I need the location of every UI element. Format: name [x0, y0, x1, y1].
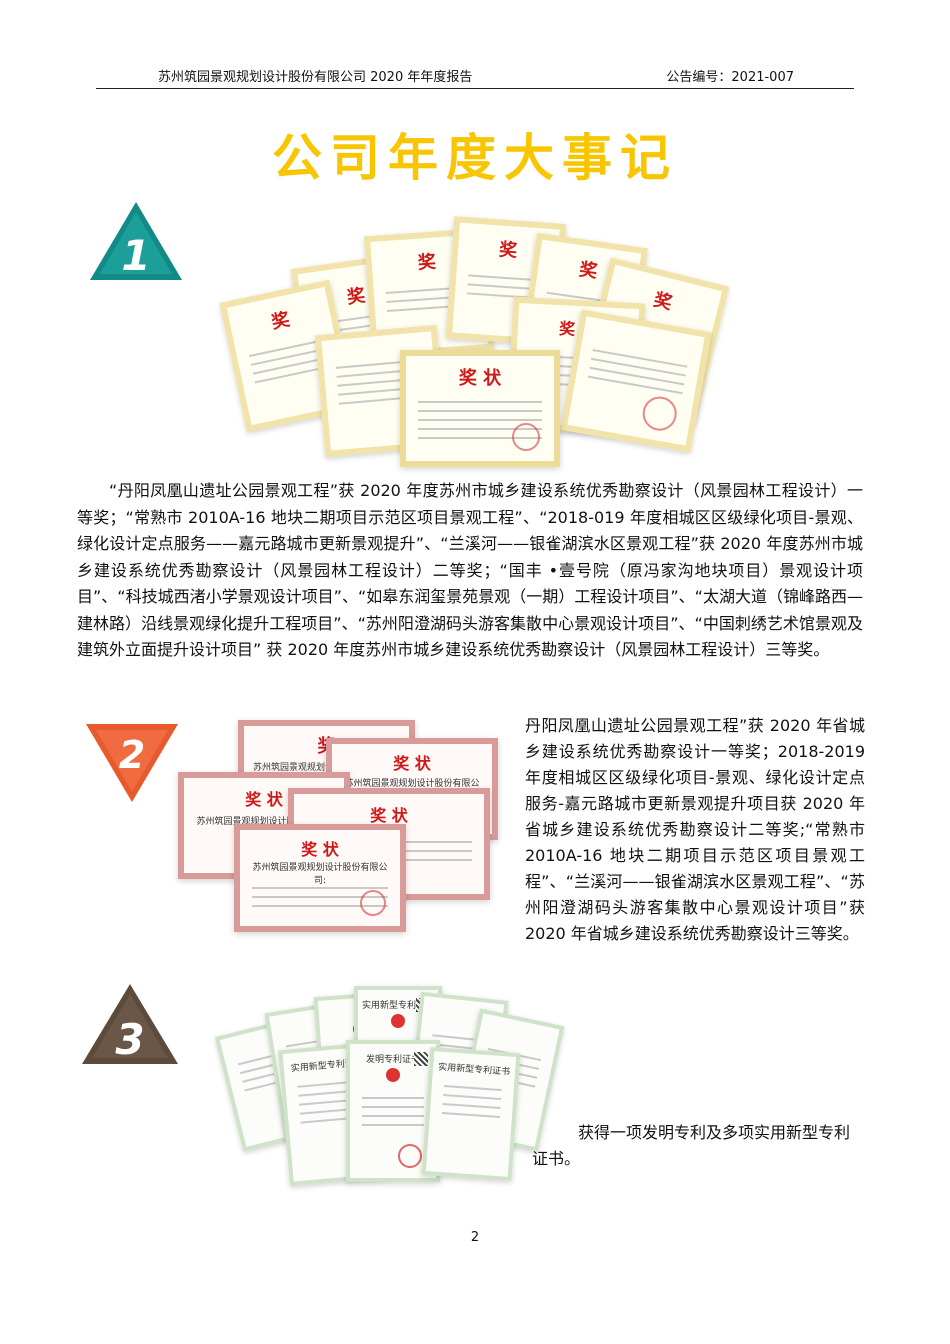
section-1-certificates: 奖 奖 奖 奖 奖 奖 奖 状 奖 状 — [219, 210, 740, 467]
badge-2-number: 2 — [119, 733, 145, 777]
patent-certificate: 实用新型专利证书 — [421, 1047, 521, 1181]
section-2-badge: 2 — [86, 722, 178, 802]
section-1-text: “丹阳凤凰山遗址公园景观工程”获 2020 年度苏州市城乡建设系统优秀勘察设计（… — [77, 481, 863, 659]
section-2-text: 丹阳凤凰山遗址公园景观工程”获 2020 年省城乡建设系统优秀勘察设计一等奖；2… — [525, 716, 865, 943]
badge-1-number: 1 — [121, 231, 150, 280]
section-1-badge: 1 — [90, 202, 182, 282]
badge-3-number: 3 — [115, 1015, 144, 1064]
award-certificate — [560, 309, 712, 453]
section-3-text: 获得一项发明专利及多项实用新型专利证书。 — [532, 1123, 851, 1168]
page-title: 公司年度大事记 — [272, 128, 678, 187]
page-header: 苏州筑园景观规划设计股份有限公司 2020 年年度报告 公告编号：2021-00… — [96, 62, 854, 89]
award-certificate-front: 奖 状 — [400, 350, 560, 467]
section-3-patents: 实用新型专利证书 实用新型专利证书 发明专利证书 实用新型专利证书 — [214, 986, 565, 1186]
announcement-number: 公告编号：2021-007 — [666, 70, 794, 85]
report-title: 苏州筑园景观规划设计股份有限公司 2020 年年度报告 — [158, 70, 473, 85]
award-certificate-front: 奖 状 苏州筑园景观规划设计股份有限公司: — [234, 824, 406, 932]
section-3-number-badge: 3 — [82, 984, 178, 1066]
page-number: 2 — [470, 1230, 480, 1245]
section-2-certificates: 奖 苏州筑园景观规划设计股份有限公司: 奖 状 苏州筑园景观规划设计股份有限公司… — [176, 712, 498, 932]
